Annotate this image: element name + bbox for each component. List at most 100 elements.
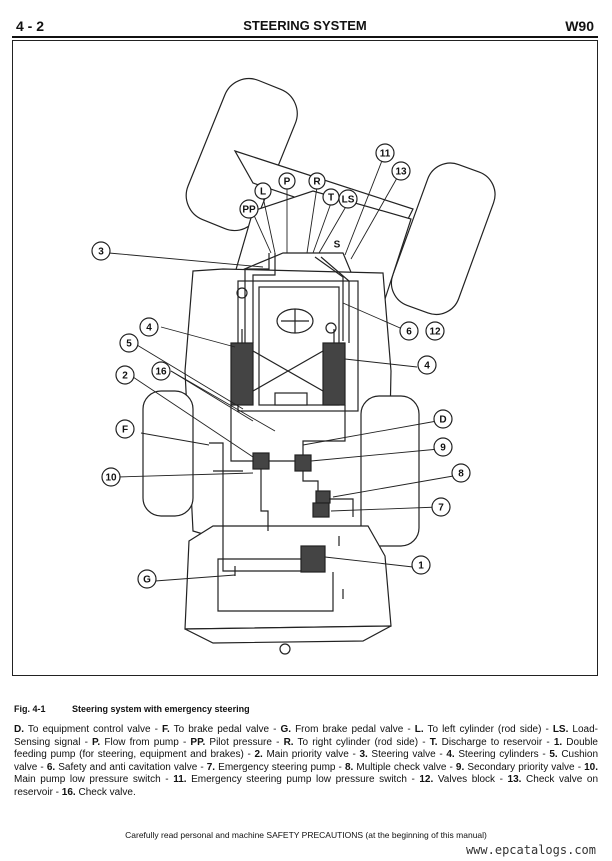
legend-text: Flow from pump - <box>100 736 191 748</box>
callout-9: 9 <box>433 437 453 457</box>
callout-10: 10 <box>101 467 121 487</box>
legend-text: Load-Sensing signal - <box>14 724 598 748</box>
page-header: 4 - 2 STEERING SYSTEM W90 <box>12 14 598 38</box>
rear-right-tire <box>390 162 496 316</box>
svg-text:7: 7 <box>438 503 444 514</box>
callout-t: T <box>322 188 340 206</box>
svg-text:1: 1 <box>418 561 424 572</box>
svg-text:10: 10 <box>105 473 117 484</box>
callout-d: D <box>433 409 453 429</box>
legend-text: From brake pedal valve - <box>291 724 415 735</box>
legend-key: T. <box>429 736 438 748</box>
callout-6: 6 <box>399 321 419 341</box>
svg-text:PP: PP <box>242 205 256 216</box>
legend-text: To right cylinder (rod side) - <box>293 736 430 748</box>
callout-13: 13 <box>391 161 411 181</box>
legend-key: 7. <box>206 761 216 773</box>
legend-key: 11. <box>173 774 187 785</box>
page-number: 4 - 2 <box>16 18 45 34</box>
model-name: W90 <box>565 18 594 34</box>
callout-16: 16 <box>151 361 171 381</box>
legend-key: LS. <box>552 724 569 735</box>
svg-text:D: D <box>439 415 446 426</box>
legend-text: Valves block - <box>433 774 508 785</box>
legend-text: Emergency steering pump low pressure swi… <box>186 774 420 785</box>
svg-text:11: 11 <box>380 149 391 160</box>
svg-text:8: 8 <box>458 469 464 480</box>
legend-text: Double feeding pump (for steering, equip… <box>14 736 598 761</box>
legend-key: L. <box>414 724 424 735</box>
callout-3: 3 <box>91 241 111 261</box>
svg-text:4: 4 <box>424 361 430 372</box>
svg-text:S: S <box>334 240 341 251</box>
legend-key: 4. <box>446 749 455 760</box>
legend-text: To equipment control valve - <box>24 724 162 735</box>
safety-footer: Carefully read personal and machine SAFE… <box>125 830 487 840</box>
legend-text: Check valve. <box>75 786 136 798</box>
callout-5: 5 <box>119 333 139 353</box>
svg-text:P: P <box>284 177 291 188</box>
legend-text: Main pump low pressure switch - <box>14 774 174 785</box>
legend-key: 5. <box>549 749 558 760</box>
callout-f: F <box>115 419 135 439</box>
legend-text: To left cylinder (rod side) - <box>423 724 553 735</box>
legend-key: D. <box>14 724 24 735</box>
legend-key: F. <box>161 724 170 735</box>
svg-text:12: 12 <box>429 327 441 338</box>
svg-text:LS: LS <box>342 195 355 206</box>
callout-s: S <box>334 240 341 251</box>
callout-ls: LS <box>338 189 358 209</box>
legend-key: 10. <box>584 761 598 773</box>
svg-text:F: F <box>122 425 128 436</box>
callout-11: 11 <box>375 143 395 163</box>
legend-text: Steering cylinders - <box>454 749 550 760</box>
svg-text:4: 4 <box>146 323 152 334</box>
legend-text: Discharge to reservoir - <box>437 736 554 748</box>
legend-key: 8. <box>344 761 354 773</box>
svg-text:T: T <box>328 193 334 204</box>
legend-text: Check valve on reservoir - <box>14 774 599 798</box>
callout-2: 2 <box>115 365 135 385</box>
legend-text: Main priority valve - <box>262 749 360 760</box>
svg-text:9: 9 <box>440 443 446 454</box>
legend-key: 12. <box>419 774 434 785</box>
legend-key: G. <box>280 724 292 735</box>
legend-text: Cushion valve - <box>14 749 599 773</box>
callout-g: G <box>137 569 157 589</box>
legend-text: Multiple check valve - <box>353 761 456 773</box>
callout-8: 8 <box>451 463 471 483</box>
svg-text:3: 3 <box>98 247 104 258</box>
callout-p: P <box>278 172 296 190</box>
svg-text:13: 13 <box>395 167 407 178</box>
legend-text: Secondary priority valve - <box>464 761 585 773</box>
legend-key: 3. <box>359 749 368 760</box>
watermark: www.epcatalogs.com <box>465 843 596 857</box>
svg-text:5: 5 <box>126 339 132 350</box>
legend-key: 9. <box>455 761 465 773</box>
legend-text: Safety and anti cavitation valve - <box>55 761 207 773</box>
callout-pp: PP <box>239 199 259 219</box>
diagram-drawing: 11 13L P RT LS PP S 3 6 12 4 5 16 4 2D F 9 10 8 7G 1 <box>91 78 496 655</box>
legend-key: 2. <box>254 749 263 760</box>
page-title: STEERING SYSTEM <box>243 18 367 33</box>
legend-text: Emergency steering pump - <box>215 761 345 773</box>
legend-key: 6. <box>46 761 56 773</box>
svg-text:16: 16 <box>155 367 167 378</box>
legend-key: PP. <box>190 736 206 748</box>
callout-7: 7 <box>431 497 451 517</box>
callout-4: 4 <box>139 317 159 337</box>
callout-1: 1 <box>411 555 431 575</box>
svg-text:6: 6 <box>406 327 412 338</box>
legend-key: P. <box>92 736 101 748</box>
legend-key: 1. <box>553 736 563 748</box>
callout-l: L <box>254 182 272 200</box>
figure-legend: D. To equipment control valve - F. To br… <box>14 724 598 799</box>
figure-number: Fig. 4-1 <box>14 704 46 714</box>
svg-text:G: G <box>143 575 151 586</box>
legend-key: 13. <box>507 774 522 785</box>
legend-text: Steering valve - <box>367 749 447 760</box>
svg-text:R: R <box>313 177 321 188</box>
callout-12: 12 <box>425 321 445 341</box>
